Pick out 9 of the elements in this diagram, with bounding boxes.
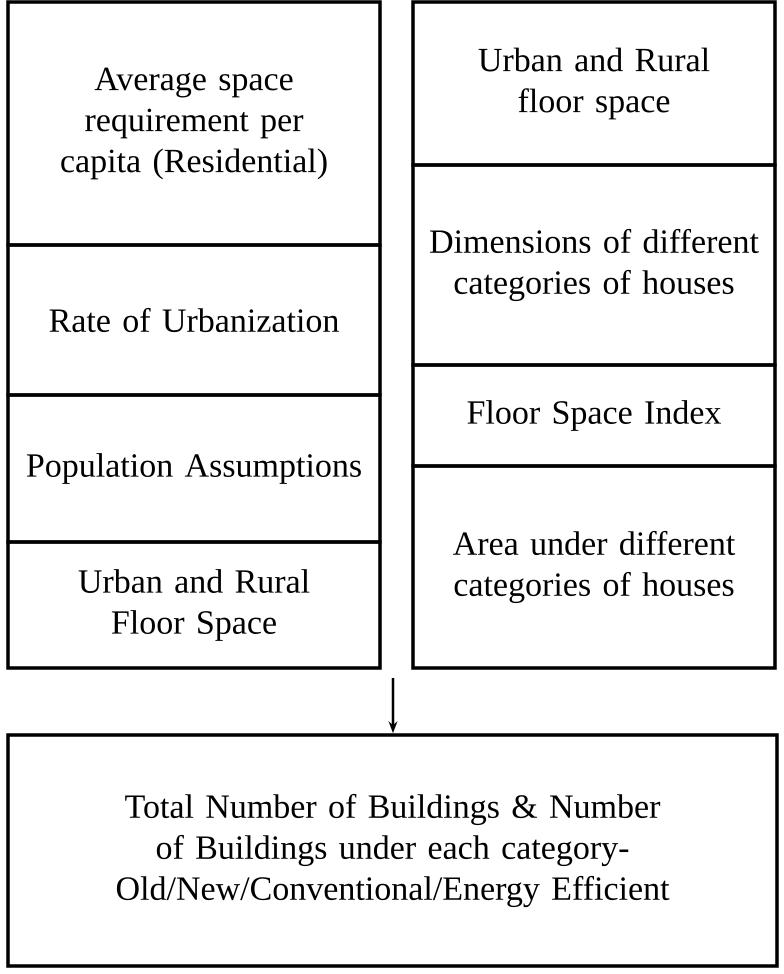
factor-box: Dimensions of different categories of houses <box>411 163 777 367</box>
factor-box: Average space requirement per capita (Residential) <box>6 0 382 247</box>
factor-box: Floor Space Index <box>411 363 777 468</box>
factor-box: Urban and Rural floor space <box>411 0 777 167</box>
factor-box: Rate of Urbanization <box>6 243 382 397</box>
factor-box: Population Assumptions <box>6 393 382 544</box>
factor-box: Area under different categories of houses <box>411 464 777 670</box>
result-box: Total Number of Buildings & Number of Buildings under each category- Old/New/Conventional/Energy Efficient <box>6 733 779 968</box>
factor-box: Urban and Rural Floor Space <box>6 540 382 670</box>
